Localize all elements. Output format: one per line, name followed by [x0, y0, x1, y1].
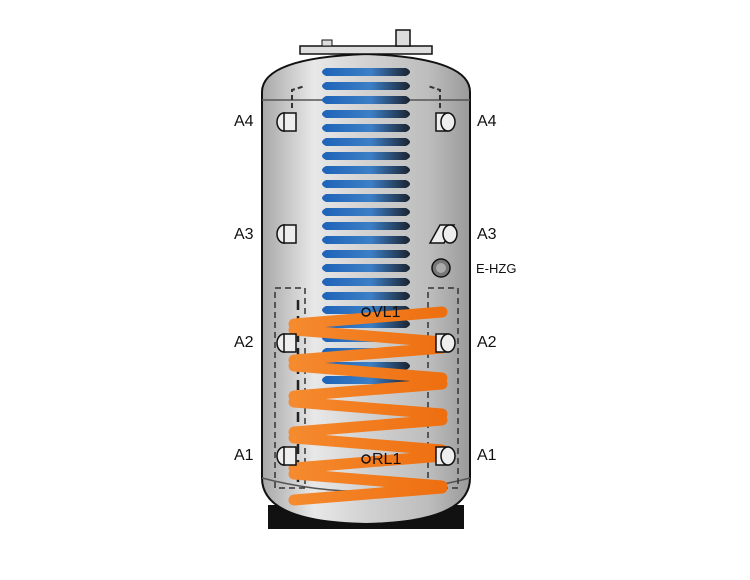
blue-coil-turn	[322, 194, 410, 202]
label-right-a3: A3	[477, 226, 497, 243]
blue-coil-turn	[322, 152, 410, 160]
orange-coil-turn	[288, 342, 448, 366]
top-left-stub	[321, 39, 333, 47]
orange-coil-turn	[288, 396, 448, 420]
upper-left-pipe	[291, 85, 306, 108]
right-coil-frame	[427, 287, 459, 489]
top-vent	[395, 29, 411, 47]
sensor-circle-icon	[361, 454, 371, 464]
blue-coil-turn	[322, 166, 410, 174]
blue-coil-turn	[322, 236, 410, 244]
connection-port-icon	[276, 224, 297, 244]
orange-coil-turn	[288, 468, 448, 492]
top-flange	[299, 45, 433, 55]
upper-right-pipe	[427, 85, 441, 108]
label-right-a4: A4	[477, 113, 497, 130]
orange-coil-turn	[288, 378, 448, 402]
blue-coil-turn	[322, 96, 410, 104]
blue-coil-turn	[322, 124, 410, 132]
connection-port-icon	[435, 112, 456, 132]
blue-coil-turn	[322, 250, 410, 258]
blue-coil-turn	[322, 138, 410, 146]
label-return-rl1: RL1	[372, 451, 402, 468]
blue-coil-turn	[322, 208, 410, 216]
orange-coil-turn	[288, 432, 448, 456]
connection-port-icon	[435, 333, 456, 353]
orange-coil-turn	[288, 306, 448, 330]
connection-port-icon	[276, 112, 297, 132]
blue-coil-turn	[322, 110, 410, 118]
connection-port-icon	[435, 446, 456, 466]
orange-coil-turn	[288, 324, 448, 348]
label-left-a3: A3	[234, 226, 254, 243]
heater-port-icon	[431, 258, 451, 278]
orange-coil-turn	[288, 482, 448, 506]
label-left-a1: A1	[234, 447, 254, 464]
orange-coil-turn	[288, 414, 448, 438]
blue-coil-turn	[322, 292, 410, 300]
sensor-circle-icon	[361, 307, 371, 317]
connection-port-icon	[428, 224, 458, 244]
left-coil-frame	[274, 287, 306, 489]
blue-coil-turn	[322, 68, 410, 76]
blue-coil-turn	[322, 82, 410, 90]
label-right-a1: A1	[477, 447, 497, 464]
blue-coil-turn	[322, 278, 410, 286]
label-right-a2: A2	[477, 334, 497, 351]
label-flow-vl1: VL1	[372, 304, 401, 321]
blue-coil-turn	[322, 180, 410, 188]
connection-port-icon	[276, 446, 297, 466]
blue-coil-turn	[322, 264, 410, 272]
label-left-a2: A2	[234, 334, 254, 351]
label-left-a4: A4	[234, 113, 254, 130]
connection-port-icon	[276, 333, 297, 353]
label-heater: E-HZG	[476, 261, 517, 276]
orange-coil-turn	[288, 360, 448, 384]
blue-coil-turn	[322, 222, 410, 230]
